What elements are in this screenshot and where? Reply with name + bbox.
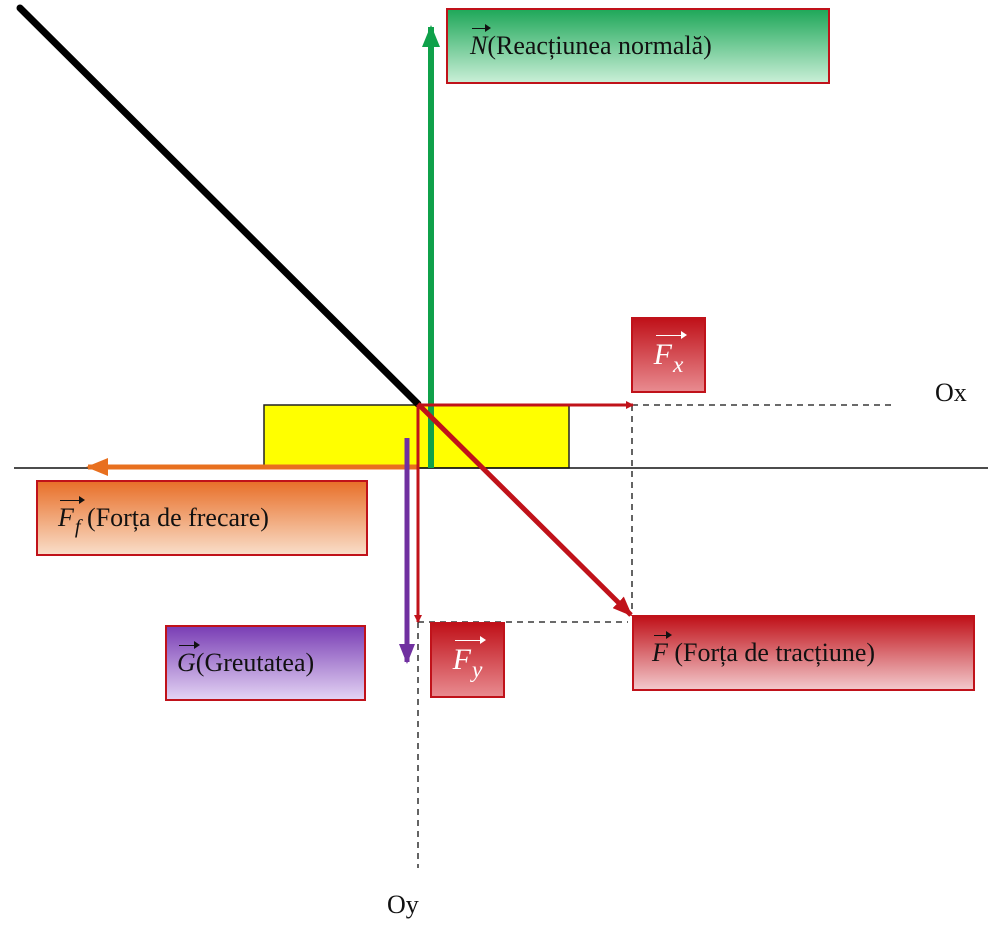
fy-symbol: Fy [452, 636, 487, 683]
friction-force-symbol: Ff [58, 496, 84, 538]
traction-force-symbol: F [652, 631, 672, 667]
oy-axis-label: Oy [387, 890, 419, 919]
fx-symbol-letter: F [653, 338, 672, 371]
normal-force-symbol: N [470, 24, 492, 60]
friction-symbol-subscript: f [74, 516, 81, 539]
normal-force-text: (Reacțiunea normală) [487, 31, 712, 60]
ox-axis-label: Ox [935, 378, 967, 407]
weight-symbol: G [177, 641, 200, 677]
fx-symbol: Fx [653, 331, 688, 378]
fx-label: Fx [631, 317, 706, 393]
friction-force-label: Ff (Forța de frecare) [36, 480, 368, 556]
fy-symbol-letter: F [452, 643, 471, 676]
fy-label: Fy [430, 622, 505, 698]
fx-symbol-subscript: x [672, 352, 684, 379]
traction-force-label: F (Forța de tracțiune) [632, 615, 975, 691]
weight-text: (Greutatea) [195, 648, 315, 677]
fy-symbol-subscript: y [471, 657, 483, 684]
traction-force-text: (Forța de tracțiune) [667, 638, 876, 667]
friction-symbol-letter: F [58, 503, 74, 532]
rope-line [16, 4, 422, 408]
normal-force-label: N (Reacțiunea normală) [446, 8, 830, 84]
friction-force-text: (Forța de frecare) [80, 503, 269, 532]
traction-force-arrow [416, 402, 633, 617]
weight-label: G (Greutatea) [165, 625, 366, 701]
